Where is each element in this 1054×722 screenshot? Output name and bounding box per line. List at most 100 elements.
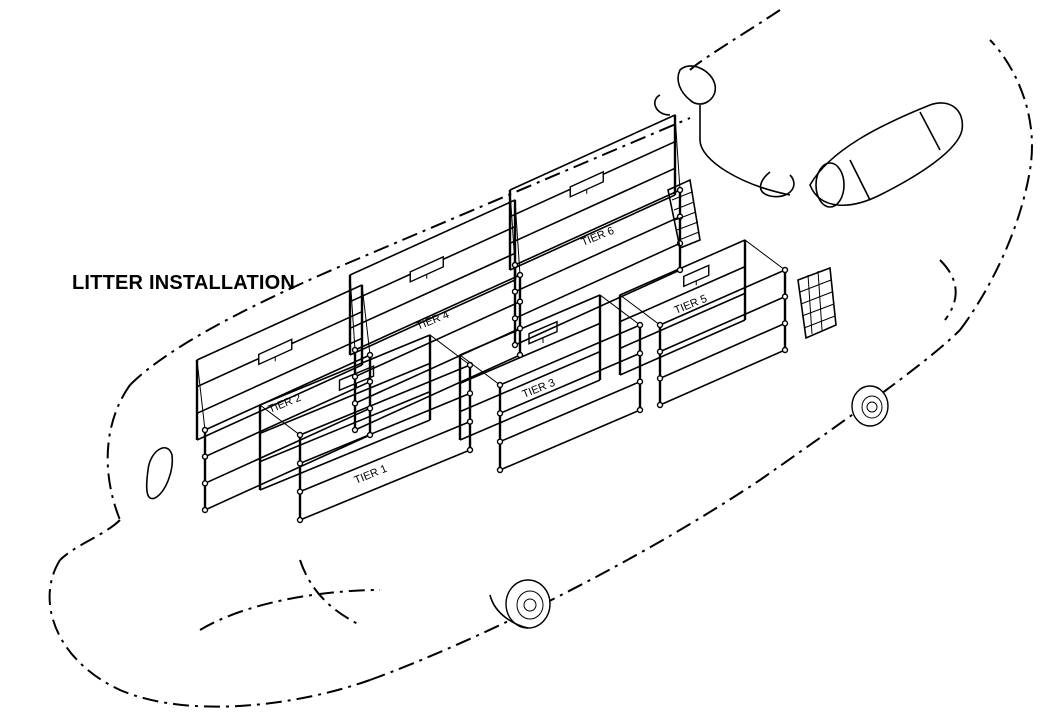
litter-pole bbox=[459, 350, 601, 413]
rack-tier-1 bbox=[258, 334, 474, 524]
litter-pole bbox=[659, 322, 786, 380]
litter-strap-clamp bbox=[366, 431, 374, 439]
litter-pole bbox=[459, 379, 601, 441]
litter-strap-clamp bbox=[496, 438, 504, 445]
litter-strap-clamp bbox=[201, 506, 209, 514]
litter-deck bbox=[459, 294, 641, 386]
litter-strap-clamp bbox=[676, 266, 684, 274]
rear-door-grille-upper bbox=[667, 178, 701, 250]
litter-strap-clamp bbox=[656, 401, 664, 409]
litter-strap-clamp bbox=[636, 321, 644, 329]
litter-pole bbox=[619, 292, 746, 350]
engine-nacelle bbox=[759, 102, 964, 208]
tier-6-label: TIER 6 bbox=[580, 225, 616, 249]
litter-pole bbox=[204, 380, 371, 458]
rear-door-grille-lower bbox=[797, 266, 837, 340]
litter-strap-clamp bbox=[296, 460, 304, 467]
rack-placard bbox=[683, 264, 710, 288]
litter-pole bbox=[196, 337, 363, 415]
litter-pole bbox=[659, 295, 786, 353]
diagram-title: LITTER INSTALLATION bbox=[72, 272, 296, 294]
fuselage-outline bbox=[48, 9, 1033, 708]
litter-pole bbox=[459, 322, 601, 385]
litter-strap-clamp bbox=[351, 346, 359, 354]
litter-pole bbox=[499, 352, 641, 415]
front-wheel bbox=[489, 579, 551, 629]
litter-deck bbox=[619, 239, 786, 326]
litter-strap-clamp bbox=[511, 341, 519, 349]
litter-pole bbox=[499, 380, 641, 443]
litter-strap-clamp bbox=[656, 348, 664, 355]
litter-strap-clamp bbox=[516, 325, 524, 332]
litter-strap-clamp bbox=[466, 446, 474, 454]
litter-pole bbox=[509, 194, 676, 271]
litter-strap-clamp bbox=[496, 410, 504, 417]
litter-strap-clamp bbox=[516, 271, 524, 279]
rack-placard bbox=[569, 170, 604, 198]
litter-strap-clamp bbox=[511, 315, 519, 322]
rotor-pylon bbox=[654, 65, 791, 196]
litter-racks bbox=[195, 114, 789, 524]
litter-strap-clamp bbox=[366, 405, 374, 412]
rack-placard bbox=[258, 338, 293, 366]
litter-strap-clamp bbox=[656, 321, 664, 329]
litter-pole bbox=[514, 215, 681, 293]
litter-strap-clamp bbox=[781, 346, 789, 354]
litter-strap-clamp bbox=[366, 351, 374, 359]
rack-tier-5 bbox=[618, 239, 789, 409]
litter-strap-clamp bbox=[201, 426, 209, 434]
rack-placard bbox=[409, 255, 444, 283]
litter-strap-clamp bbox=[516, 298, 524, 305]
litter-pole bbox=[619, 319, 746, 376]
litter-pole bbox=[499, 409, 641, 471]
litter-pole bbox=[619, 265, 746, 323]
litter-strap-clamp bbox=[636, 350, 644, 357]
litter-pole bbox=[204, 434, 371, 511]
litter-pole bbox=[259, 390, 431, 463]
litter-strap-clamp bbox=[676, 186, 684, 194]
litter-pole bbox=[659, 349, 786, 406]
litter-pole bbox=[349, 279, 516, 356]
litter-pole bbox=[299, 420, 471, 493]
litter-strap-clamp bbox=[296, 431, 304, 439]
litter-strap-clamp bbox=[201, 453, 209, 460]
rack-tier-2 bbox=[195, 284, 374, 514]
litter-pole bbox=[349, 252, 516, 330]
tier-4-label: TIER 4 bbox=[415, 309, 451, 333]
litter-strap-clamp bbox=[636, 406, 644, 414]
litter-pole bbox=[354, 354, 521, 431]
litter-strap-clamp bbox=[636, 378, 644, 385]
rack-tier-6 bbox=[508, 114, 684, 349]
litter-strap-clamp bbox=[496, 466, 504, 474]
litter-deck bbox=[258, 334, 472, 436]
litter-pole bbox=[259, 362, 431, 435]
litter-strap-clamp bbox=[781, 266, 789, 274]
litter-strap-clamp bbox=[296, 516, 304, 524]
litter-pole bbox=[354, 327, 521, 405]
litter-strap-clamp bbox=[466, 390, 474, 397]
litter-pole bbox=[299, 449, 471, 521]
litter-strap-clamp bbox=[296, 488, 304, 495]
litter-pole bbox=[299, 392, 471, 465]
litter-pole bbox=[509, 167, 676, 245]
litter-pole bbox=[514, 269, 681, 346]
litter-strap-clamp bbox=[656, 375, 664, 382]
litter-deck bbox=[349, 199, 521, 351]
litter-pole bbox=[259, 419, 431, 491]
rack-tier-4 bbox=[348, 199, 524, 434]
litter-pole bbox=[354, 300, 521, 378]
litter-strap-clamp bbox=[781, 293, 789, 300]
litter-pole bbox=[204, 407, 371, 485]
litter-strap-clamp bbox=[201, 480, 209, 487]
rear-wheel bbox=[851, 385, 889, 427]
litter-strap-clamp bbox=[366, 378, 374, 385]
litter-strap-clamp bbox=[351, 426, 359, 434]
side-window bbox=[145, 447, 174, 500]
litter-strap-clamp bbox=[516, 351, 524, 359]
litter-strap-clamp bbox=[511, 288, 519, 295]
litter-pole bbox=[196, 364, 363, 441]
litter-strap-clamp bbox=[496, 381, 504, 389]
litter-strap-clamp bbox=[511, 261, 519, 269]
tier-1-label: TIER 1 bbox=[353, 463, 389, 487]
